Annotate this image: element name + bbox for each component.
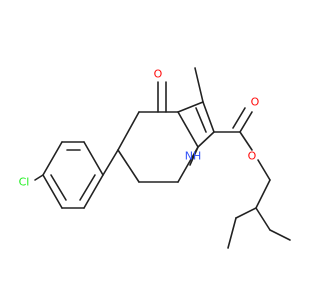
atom-labels: O O O NH Cl [19,68,260,189]
molecule-structure: O O O NH Cl [19,67,291,249]
chlorine-label: Cl [19,176,30,189]
ester-oxygen-label: O [248,150,257,163]
keto-oxygen-label: O [154,68,163,81]
carbonyl-oxygen-label: O [251,96,260,109]
bond-lines [34,67,291,249]
nitrogen-hydrogen-label: NH [185,150,202,163]
